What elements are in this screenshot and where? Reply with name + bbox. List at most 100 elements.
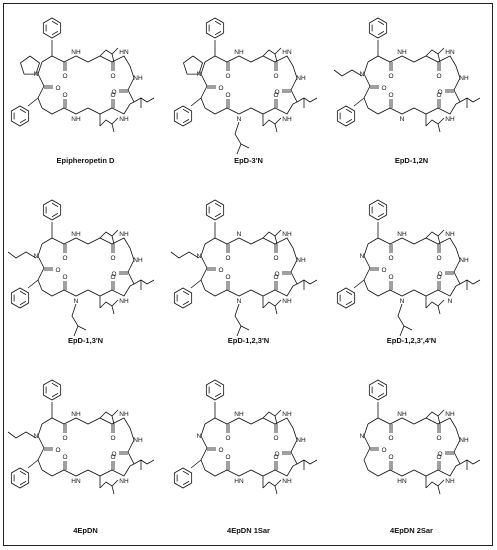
atom-label: O: [225, 274, 230, 281]
bond: [363, 243, 371, 291]
bond: [425, 409, 445, 419]
bond: [111, 485, 115, 495]
atom-label: N: [360, 433, 365, 440]
atom-label: NH: [459, 437, 469, 444]
atom-label: O: [388, 454, 393, 461]
bond: [336, 287, 356, 309]
bond: [377, 31, 385, 36]
atom-label: O: [62, 73, 67, 80]
bond: [182, 481, 190, 486]
atom-label: NH: [71, 49, 81, 56]
bond: [274, 485, 278, 495]
atom-label: O: [225, 454, 230, 461]
structure-caption-1: Epipheropetin D: [56, 156, 115, 165]
atom-label: O: [55, 267, 60, 274]
bond: [377, 213, 385, 218]
atom-label: NH: [119, 478, 129, 485]
atom-label: NH: [445, 231, 455, 238]
bond: [51, 382, 59, 387]
atom-label: HN: [397, 478, 407, 485]
atom-label: N: [237, 231, 242, 238]
bond: [345, 108, 353, 113]
bond: [204, 55, 294, 67]
bond: [425, 479, 445, 489]
bond: [51, 20, 59, 25]
bond: [437, 415, 441, 425]
bond: [397, 303, 405, 337]
atom-label: NH: [119, 231, 129, 238]
atom-label: O: [388, 92, 393, 99]
bond: [182, 108, 190, 113]
atom-label: O: [225, 73, 230, 80]
bond: [37, 61, 45, 109]
bond: [262, 47, 282, 57]
atom-label: NH: [71, 116, 81, 123]
structure-caption-2: EpD-3'N: [234, 156, 263, 165]
bond: [205, 17, 225, 39]
bond: [19, 290, 27, 295]
bond: [182, 301, 190, 306]
atom-label: N: [400, 298, 405, 305]
bond: [200, 423, 208, 471]
bond: [173, 105, 193, 127]
bond: [296, 279, 318, 285]
bond: [19, 481, 27, 486]
structure-caption-5: EpD-1,2,3'N: [227, 336, 270, 345]
bond: [111, 305, 115, 315]
atom-label: O: [436, 454, 441, 461]
atom-label: O: [55, 85, 60, 92]
bond: [99, 409, 119, 419]
bond: [353, 97, 365, 107]
bond: [173, 467, 193, 489]
bond: [437, 305, 441, 315]
atom-label: O: [62, 274, 67, 281]
bond: [19, 108, 27, 113]
atom-label: N: [237, 116, 242, 123]
atom-label: N: [34, 433, 39, 440]
bond: [363, 423, 371, 471]
bond: [111, 415, 115, 425]
bond: [453, 247, 461, 287]
atom-label: N: [448, 298, 453, 305]
bond: [133, 279, 155, 285]
atom-label: NH: [282, 411, 292, 418]
bond: [459, 97, 481, 103]
atom-label: HN: [445, 49, 455, 56]
bond: [377, 393, 385, 398]
atom-label: N: [197, 71, 202, 78]
atom-label: NH: [296, 257, 306, 264]
atom-label: HN: [282, 49, 292, 56]
bond: [99, 117, 119, 127]
atom-label: O: [273, 274, 278, 281]
bond: [51, 202, 59, 207]
bond: [205, 199, 225, 221]
bond: [234, 303, 242, 337]
atom-label: O: [110, 73, 115, 80]
atom-label: N: [197, 433, 202, 440]
structure-caption-7: 4EpDN: [73, 526, 98, 535]
atom-label: O: [436, 73, 441, 80]
bond: [41, 285, 131, 297]
bond: [42, 17, 62, 39]
bond: [262, 229, 282, 239]
atom-label: HN: [71, 478, 81, 485]
bond: [425, 117, 445, 127]
bond: [200, 243, 208, 291]
bond: [437, 235, 441, 245]
atom-label: O: [218, 85, 223, 92]
bond: [111, 53, 115, 63]
bond: [274, 235, 278, 245]
bond: [41, 237, 131, 249]
bond: [262, 479, 282, 489]
atom-label: NH: [282, 298, 292, 305]
atom-label: O: [225, 255, 230, 262]
bond: [368, 199, 388, 221]
bond: [367, 237, 457, 249]
bond: [127, 65, 135, 105]
atom-label: NH: [397, 231, 407, 238]
atom-label: NH: [397, 411, 407, 418]
